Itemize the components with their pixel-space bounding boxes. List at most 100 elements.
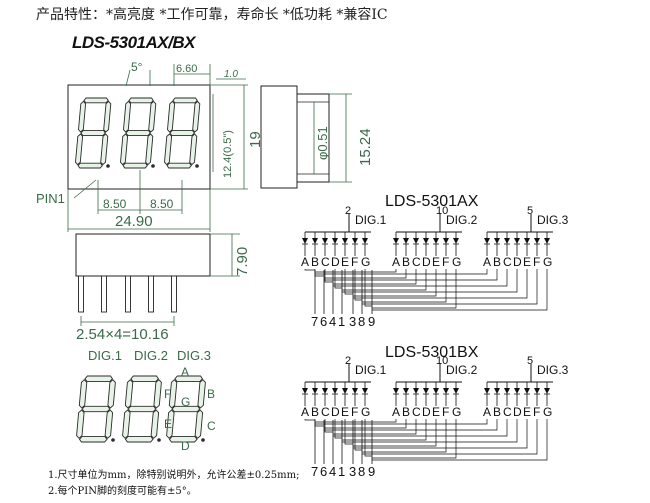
led-diode (504, 238, 510, 244)
segment-label: B (402, 255, 410, 269)
segment-wire (333, 269, 417, 285)
segment-label: E (341, 255, 349, 269)
segment-wire (315, 269, 397, 273)
segment-a (84, 375, 113, 382)
segment-g (80, 130, 106, 136)
segment-b (148, 100, 157, 133)
led-diode (494, 238, 500, 244)
segment-label: C (503, 255, 512, 269)
note-2: 2.每个PIN脚的刻度可能有±5°。 (48, 486, 197, 497)
led-diode (302, 238, 308, 244)
dim-angle: 5° (131, 60, 143, 74)
led-diode (403, 238, 409, 244)
pin-number: 3 (349, 464, 356, 479)
led-diode (413, 238, 419, 244)
led-diode (453, 238, 459, 244)
segment-wire (353, 419, 528, 449)
led-diode (342, 238, 348, 244)
pin-number: 4 (329, 464, 336, 479)
bottom-pin-2 (101, 275, 107, 313)
pin-number: 6 (320, 314, 327, 329)
segment-label: D (513, 255, 522, 269)
segment-a (130, 375, 159, 382)
segment-wire (354, 269, 362, 301)
led-diode (423, 238, 429, 244)
side-header (296, 93, 330, 183)
segment-wire (372, 419, 548, 461)
segment-label: G (452, 405, 461, 419)
led-diode (362, 388, 368, 394)
segment-c (194, 409, 204, 439)
led-diode (423, 388, 429, 394)
segment-f (168, 379, 178, 409)
segment-label: A (301, 255, 309, 269)
segment-label: A (392, 405, 400, 419)
dim-pin-pitch: 2.54×4=10.16 (76, 326, 169, 343)
dim-pin-dia: φ0.51 (315, 126, 330, 160)
segment-wire (304, 269, 315, 271)
seg-label-c: C (207, 419, 216, 433)
led-diode (443, 388, 449, 394)
segment-wire (344, 419, 353, 445)
led-diode (544, 238, 550, 244)
segment-g (81, 405, 111, 413)
front-digits (75, 97, 201, 169)
led-diode (504, 388, 510, 394)
segment-a (128, 97, 154, 104)
led-diode (514, 388, 520, 394)
led-diode (443, 238, 449, 244)
segment-d (124, 436, 154, 443)
seg-label-e: E (164, 417, 172, 431)
segment-label: E (432, 405, 440, 419)
segment-label: B (311, 255, 319, 269)
led-diode (393, 238, 399, 244)
segment-f (167, 100, 176, 133)
segment-wire (353, 419, 437, 447)
decimal-point (151, 164, 155, 168)
segment-label: D (513, 405, 522, 419)
led-diode (352, 238, 358, 244)
schematic-bx-title: LDS-5301BX (385, 344, 479, 361)
segment-wire (342, 269, 518, 293)
segment-wire (315, 419, 397, 423)
bottom-view: 7.90 2.54×4=10.16 (75, 233, 251, 343)
segment-f (123, 100, 132, 133)
segment-c (189, 133, 198, 166)
segment-c (100, 133, 109, 166)
segment-c (150, 409, 160, 439)
led-diode (524, 238, 530, 244)
led-diode (302, 388, 308, 394)
segment-c (145, 133, 154, 166)
pinout-digits (76, 375, 206, 443)
segment-label: A (392, 255, 400, 269)
segment-label: F (442, 405, 449, 419)
pinout-digit-label: DIG.3 (177, 348, 211, 363)
pinout-view: DIG.1 DIG.2 DIG.3 A F G B E C D (76, 348, 216, 453)
led-diode (484, 388, 490, 394)
segment-label: C (412, 255, 421, 269)
pin-number: 4 (329, 314, 336, 329)
segment-label: E (341, 405, 349, 419)
digit-label: DIG.1 (355, 213, 387, 227)
segment-wire (344, 269, 353, 295)
model-title: LDS-5301AX/BX (72, 33, 195, 52)
digit-label: DIG.3 (537, 363, 569, 377)
dim-pitch-2: 8.50 (150, 197, 174, 211)
pin1-pointer (73, 179, 97, 199)
segment-label: C (321, 255, 330, 269)
segment-wire (333, 269, 508, 287)
segment-label: G (452, 255, 461, 269)
segment-label: B (493, 405, 501, 419)
segment-wire (315, 269, 488, 275)
pinout-digit-label: DIG.1 (88, 348, 122, 363)
segment-wire (354, 419, 362, 451)
segment-wire (342, 419, 427, 441)
dim-width: 24.90 (115, 213, 153, 230)
schematic-ax-title: LDS-5301AX (385, 193, 479, 210)
led-diode (433, 388, 439, 394)
dim-pitch-1: 8.50 (103, 197, 127, 211)
front-digit-3 (164, 97, 201, 169)
segment-c (104, 409, 114, 439)
segment-e (75, 133, 84, 166)
